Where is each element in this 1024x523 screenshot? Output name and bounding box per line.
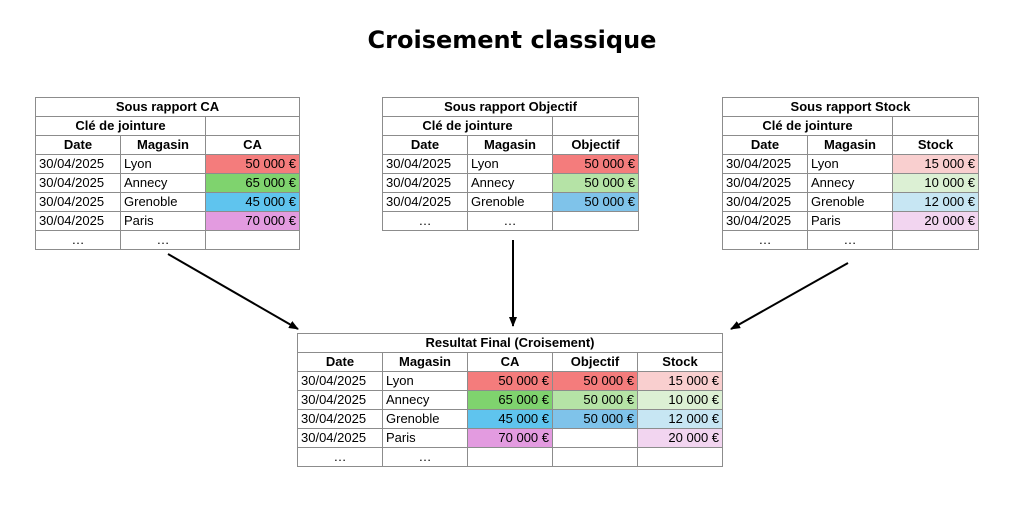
magasin-cell: Annecy (467, 173, 553, 193)
stock-value-cell: 10 000 € (891, 173, 980, 193)
empty-cell (891, 230, 980, 250)
date-cell: 30/04/2025 (297, 428, 383, 448)
stock-value-cell: 12 000 € (891, 192, 980, 212)
final-header-magasin: Magasin (382, 352, 468, 372)
ellipsis-cell: … (382, 447, 468, 467)
magasin-cell: Lyon (467, 154, 553, 174)
ca-row-ellipsis: … … (35, 230, 300, 250)
ca-value-cell: 65 000 € (205, 173, 300, 193)
magasin-cell: Lyon (382, 371, 468, 391)
final-report-table: Resultat Final (Croisement) Date Magasin… (296, 333, 724, 467)
date-cell: 30/04/2025 (35, 192, 121, 212)
stock-value-cell: 15 000 € (891, 154, 980, 174)
ca-value-cell: 65 000 € (467, 390, 553, 410)
stock-row-annecy: 30/04/2025 Annecy 10 000 € (722, 173, 980, 193)
stock-value-cell: 20 000 € (636, 428, 724, 448)
objectif-row-grenoble: 30/04/2025 Grenoble 50 000 € (382, 192, 640, 212)
ellipsis-cell: … (297, 447, 383, 467)
magasin-cell: Paris (382, 428, 468, 448)
arrow-ca-to-final (167, 253, 299, 330)
stock-value-cell: 12 000 € (636, 409, 724, 429)
final-row-annecy: 30/04/2025 Annecy 65 000 € 50 000 € 10 0… (297, 390, 724, 410)
ca-row-grenoble: 30/04/2025 Grenoble 45 000 € (35, 192, 300, 212)
ellipsis-cell: … (807, 230, 893, 250)
objectif-value-cell: 50 000 € (551, 192, 640, 212)
objectif-key-label: Clé de jointure (382, 116, 553, 136)
ellipsis-cell: … (382, 211, 468, 231)
final-header-ca: CA (467, 352, 553, 372)
magasin-cell: Grenoble (467, 192, 553, 212)
arrow-stock-to-final (730, 262, 849, 330)
diagram-title: Croisement classique (367, 26, 657, 54)
stock-value-cell: 20 000 € (891, 211, 980, 231)
ca-value-cell: 70 000 € (205, 211, 300, 231)
stock-value-cell: 15 000 € (636, 371, 724, 391)
objectif-report-table: Sous rapport Objectif Clé de jointure Da… (381, 97, 640, 231)
final-row-lyon: 30/04/2025 Lyon 50 000 € 50 000 € 15 000… (297, 371, 724, 391)
date-cell: 30/04/2025 (297, 371, 383, 391)
empty-cell (551, 211, 640, 231)
ellipsis-cell: … (120, 230, 206, 250)
stock-row-paris: 30/04/2025 Paris 20 000 € (722, 211, 980, 231)
objectif-value-cell: 50 000 € (552, 409, 638, 429)
date-cell: 30/04/2025 (722, 192, 808, 212)
empty-cell (205, 230, 300, 250)
empty-cell (636, 447, 724, 467)
final-row-paris: 30/04/2025 Paris 70 000 € 20 000 € (297, 428, 724, 448)
stock-row-lyon: 30/04/2025 Lyon 15 000 € (722, 154, 980, 174)
objectif-value-cell: 50 000 € (552, 371, 638, 391)
objectif-row-ellipsis: … … (382, 211, 640, 231)
stock-header-value: Stock (891, 135, 980, 155)
date-cell: 30/04/2025 (722, 173, 808, 193)
stock-row-ellipsis: … … (722, 230, 980, 250)
stock-value-cell: 10 000 € (636, 390, 724, 410)
final-row-ellipsis: … … (297, 447, 724, 467)
objectif-header-magasin: Magasin (467, 135, 553, 155)
objectif-value-cell: 50 000 € (552, 390, 638, 410)
objectif-report-title: Sous rapport Objectif (381, 97, 640, 117)
final-header-objectif: Objectif (552, 352, 638, 372)
empty-cell (552, 447, 638, 467)
ellipsis-cell: … (722, 230, 808, 250)
date-cell: 30/04/2025 (722, 211, 808, 231)
magasin-cell: Grenoble (382, 409, 468, 429)
date-cell: 30/04/2025 (297, 390, 383, 410)
final-header-stock: Stock (636, 352, 724, 372)
empty-cell (467, 447, 553, 467)
ca-value-cell: 50 000 € (467, 371, 553, 391)
ellipsis-cell: … (467, 211, 553, 231)
objectif-value-cell (552, 428, 638, 448)
stock-report-table: Sous rapport Stock Clé de jointure Date … (721, 97, 980, 250)
ca-header-magasin: Magasin (120, 135, 206, 155)
magasin-cell: Annecy (382, 390, 468, 410)
final-row-grenoble: 30/04/2025 Grenoble 45 000 € 50 000 € 12… (297, 409, 724, 429)
ca-value-cell: 45 000 € (467, 409, 553, 429)
ellipsis-cell: … (35, 230, 121, 250)
ca-row-paris: 30/04/2025 Paris 70 000 € (35, 211, 300, 231)
date-cell: 30/04/2025 (297, 409, 383, 429)
ca-value-cell: 70 000 € (467, 428, 553, 448)
final-report-title: Resultat Final (Croisement) (296, 333, 724, 353)
stock-header-date: Date (722, 135, 808, 155)
date-cell: 30/04/2025 (382, 192, 468, 212)
ca-report-table: Sous rapport CA Clé de jointure Date Mag… (35, 97, 300, 250)
final-header-date: Date (297, 352, 383, 372)
